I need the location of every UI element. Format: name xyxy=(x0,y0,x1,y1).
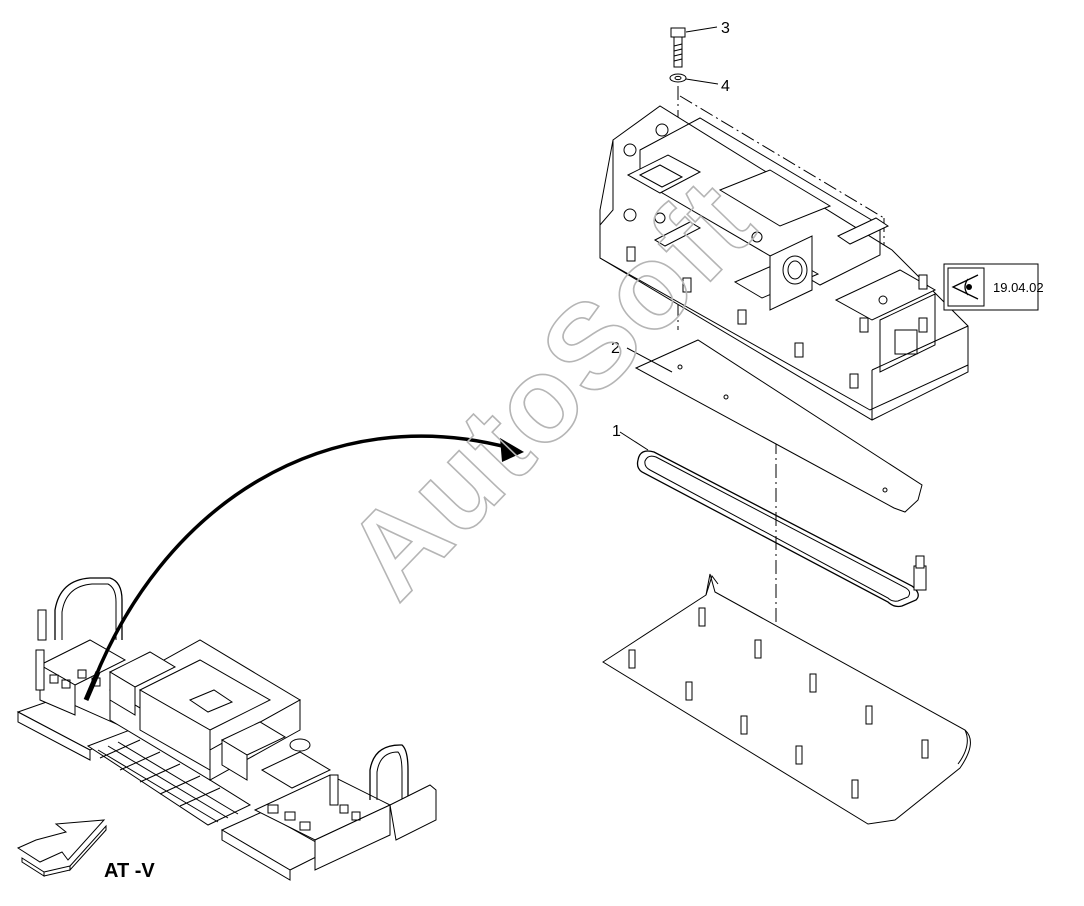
plate-part-2[interactable] xyxy=(634,339,923,513)
callout-3: 3 xyxy=(721,20,730,37)
gasket-part-1[interactable] xyxy=(636,450,927,608)
callout-4: 4 xyxy=(721,78,730,95)
callout-1: 1 xyxy=(612,423,621,440)
callout-2: 2 xyxy=(611,340,620,357)
paver-machine xyxy=(16,577,437,881)
view-label: AT -V xyxy=(104,860,155,882)
view-direction-arrow xyxy=(16,819,107,877)
washer-part-4[interactable] xyxy=(669,73,687,83)
reference-box[interactable]: 19.04.02 xyxy=(943,263,1044,311)
frame-housing xyxy=(599,105,969,421)
bolt-part-3[interactable] xyxy=(670,27,686,68)
base-plate xyxy=(602,573,971,825)
eye-icon xyxy=(951,274,979,300)
detail-pointer-arrow xyxy=(86,434,524,697)
reference-code: 19.04.02 xyxy=(993,280,1044,295)
assembly-axis-offset xyxy=(679,95,885,219)
